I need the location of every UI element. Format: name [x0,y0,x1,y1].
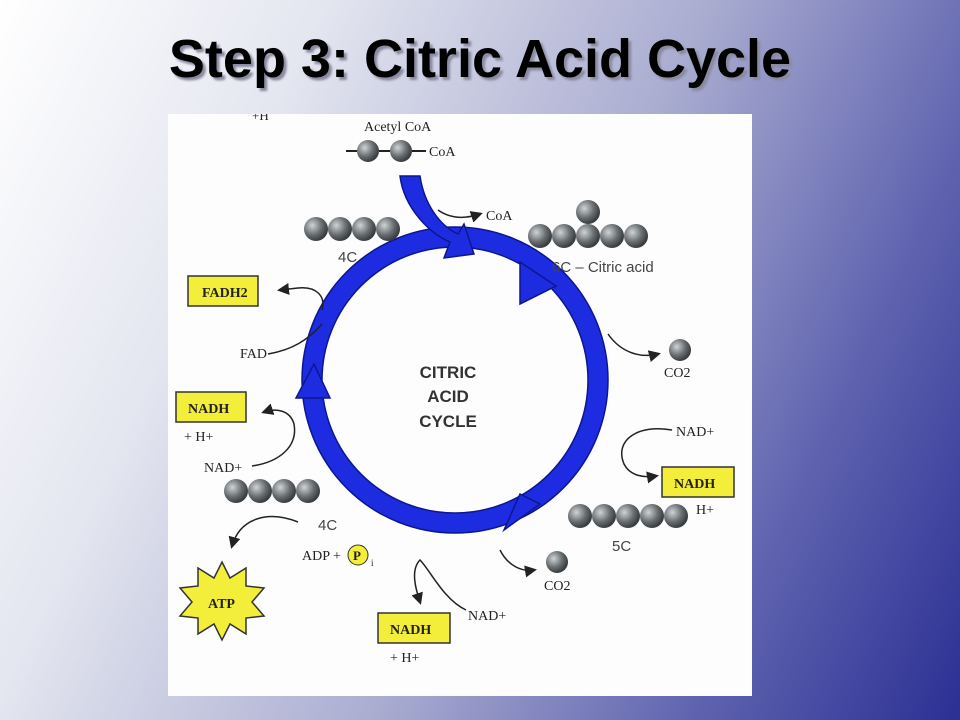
carbon-4c-top [376,217,400,241]
pi-sub: i [371,558,374,568]
carbon-6c [576,200,600,224]
label-4c-bottom: 4C [318,517,337,534]
h-right: H+ [696,503,714,518]
diagram-panel: +H Acetyl CoA CoA CoA 4C 6C – Citric aci… [168,114,752,696]
nadh-bottom-box [377,612,451,644]
carbon-6c [624,224,648,248]
co2-label-2: CO2 [544,579,570,594]
slide-title: Step 3: Citric Acid Cycle [168,29,792,89]
nad-right: NAD+ [676,425,714,440]
nadh-left-label: NADH [188,402,229,417]
adp-label: ADP + [302,549,341,564]
coa-released-label: CoA [486,209,513,224]
center-label-line2: ACID [427,387,469,406]
carbon-4c-top [304,217,328,241]
nadh-right-box [661,466,735,498]
ring-arrow-bottom [502,492,542,533]
nadh-left-box [175,391,247,423]
carbon-4c-bottom [272,479,296,503]
nad-left: NAD+ [204,461,242,476]
carbon-4c-bottom [224,479,248,503]
label-4c-top: 4C [338,249,357,266]
fadh2-box [187,275,259,307]
acetyl-carbon [390,140,412,162]
h-bottom: + H+ [390,651,420,666]
co2-label-1: CO2 [664,366,690,381]
carbon-5c [664,504,688,528]
carbon-6c [528,224,552,248]
carbon-6c [600,224,624,248]
fad-label: FAD [240,347,267,362]
pi-label: P [353,548,361,563]
carbon-4c-bottom [296,479,320,503]
carbon-4c-top [352,217,376,241]
carbon-5c [640,504,664,528]
carbon-4c-bottom [248,479,272,503]
nadh-right-label: NADH [674,477,715,492]
label-5c: 5C [612,538,631,555]
nadh-bottom-label: NADH [390,623,431,638]
atp-burst-icon [178,560,266,642]
co2-carbon [669,339,691,361]
center-label-line3: CYCLE [419,412,477,431]
h-left: + H+ [184,430,214,445]
label-6c: 6C – Citric acid [552,259,654,276]
co2-carbon [546,551,568,573]
coa-attached-label: CoA [429,145,456,160]
carbon-4c-top [328,217,352,241]
carbon-5c [616,504,640,528]
pi-circle [347,544,369,566]
acetyl-entry-arrow [399,175,475,259]
ring-arrow-left [294,362,332,399]
carbon-6c [576,224,600,248]
atp-label: ATP [208,597,235,612]
acetyl-carbon [357,140,379,162]
fadh2-label: FADH2 [202,286,248,301]
ring-arrow-top [519,260,558,306]
carbon-5c [592,504,616,528]
top-h: +H [252,114,269,123]
carbon-5c [568,504,592,528]
carbon-6c [552,224,576,248]
cycle-diagram: +H Acetyl CoA CoA CoA 4C 6C – Citric aci… [175,114,735,666]
nad-bottom: NAD+ [468,609,506,624]
center-label-line1: CITRIC [420,363,477,382]
acetyl-coa-label: Acetyl CoA [364,120,432,135]
